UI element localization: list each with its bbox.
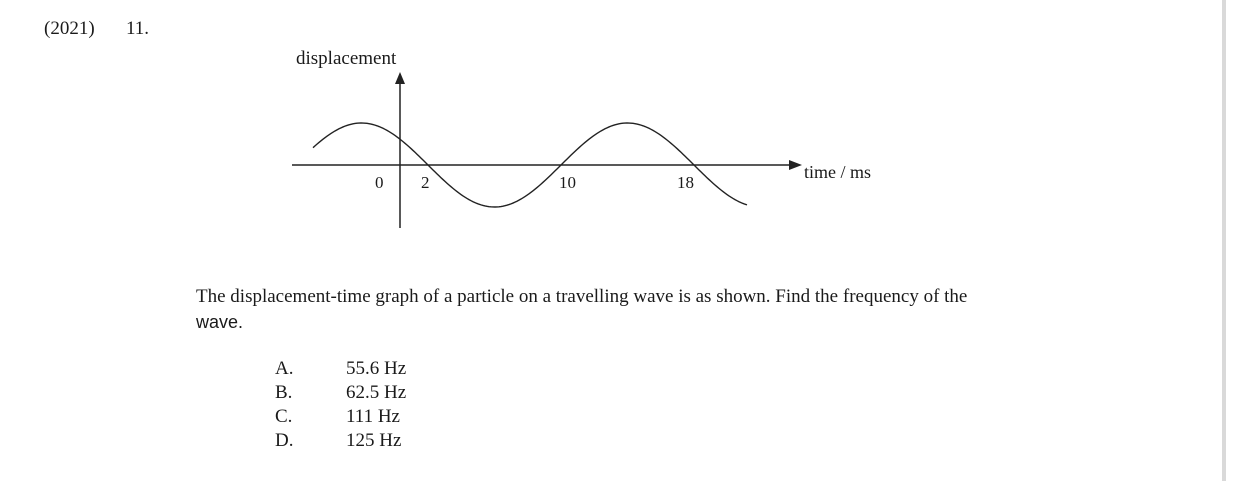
option-a-letter: A.: [275, 358, 294, 379]
option-d-value: 125 Hz: [346, 430, 402, 451]
question-number: 11.: [126, 18, 150, 39]
option-a-value: 55.6 Hz: [346, 358, 407, 379]
y-axis-arrowhead: [395, 72, 405, 84]
option-b-value: 62.5 Hz: [346, 382, 407, 403]
wave-curve: [312, 122, 748, 208]
x-axis-label: time / ms: [804, 162, 871, 182]
y-axis-label: displacement: [296, 48, 397, 69]
option-b-letter: B.: [275, 382, 293, 403]
tick-label-18: 18: [677, 173, 694, 192]
x-axis-arrowhead: [789, 160, 802, 170]
page-edge-scrollbar[interactable]: [1222, 0, 1226, 481]
option-c-value: 111 Hz: [346, 406, 400, 427]
option-d-letter: D.: [275, 430, 294, 451]
tick-label-0: 0: [375, 173, 384, 192]
option-c-letter: C.: [275, 406, 293, 427]
tick-label-10: 10: [559, 173, 576, 192]
question-text-continued: wave.: [196, 312, 244, 332]
question-year: (2021): [44, 18, 95, 39]
question-text: The displacement-time graph of a particl…: [196, 286, 968, 307]
tick-label-2: 2: [421, 173, 430, 192]
